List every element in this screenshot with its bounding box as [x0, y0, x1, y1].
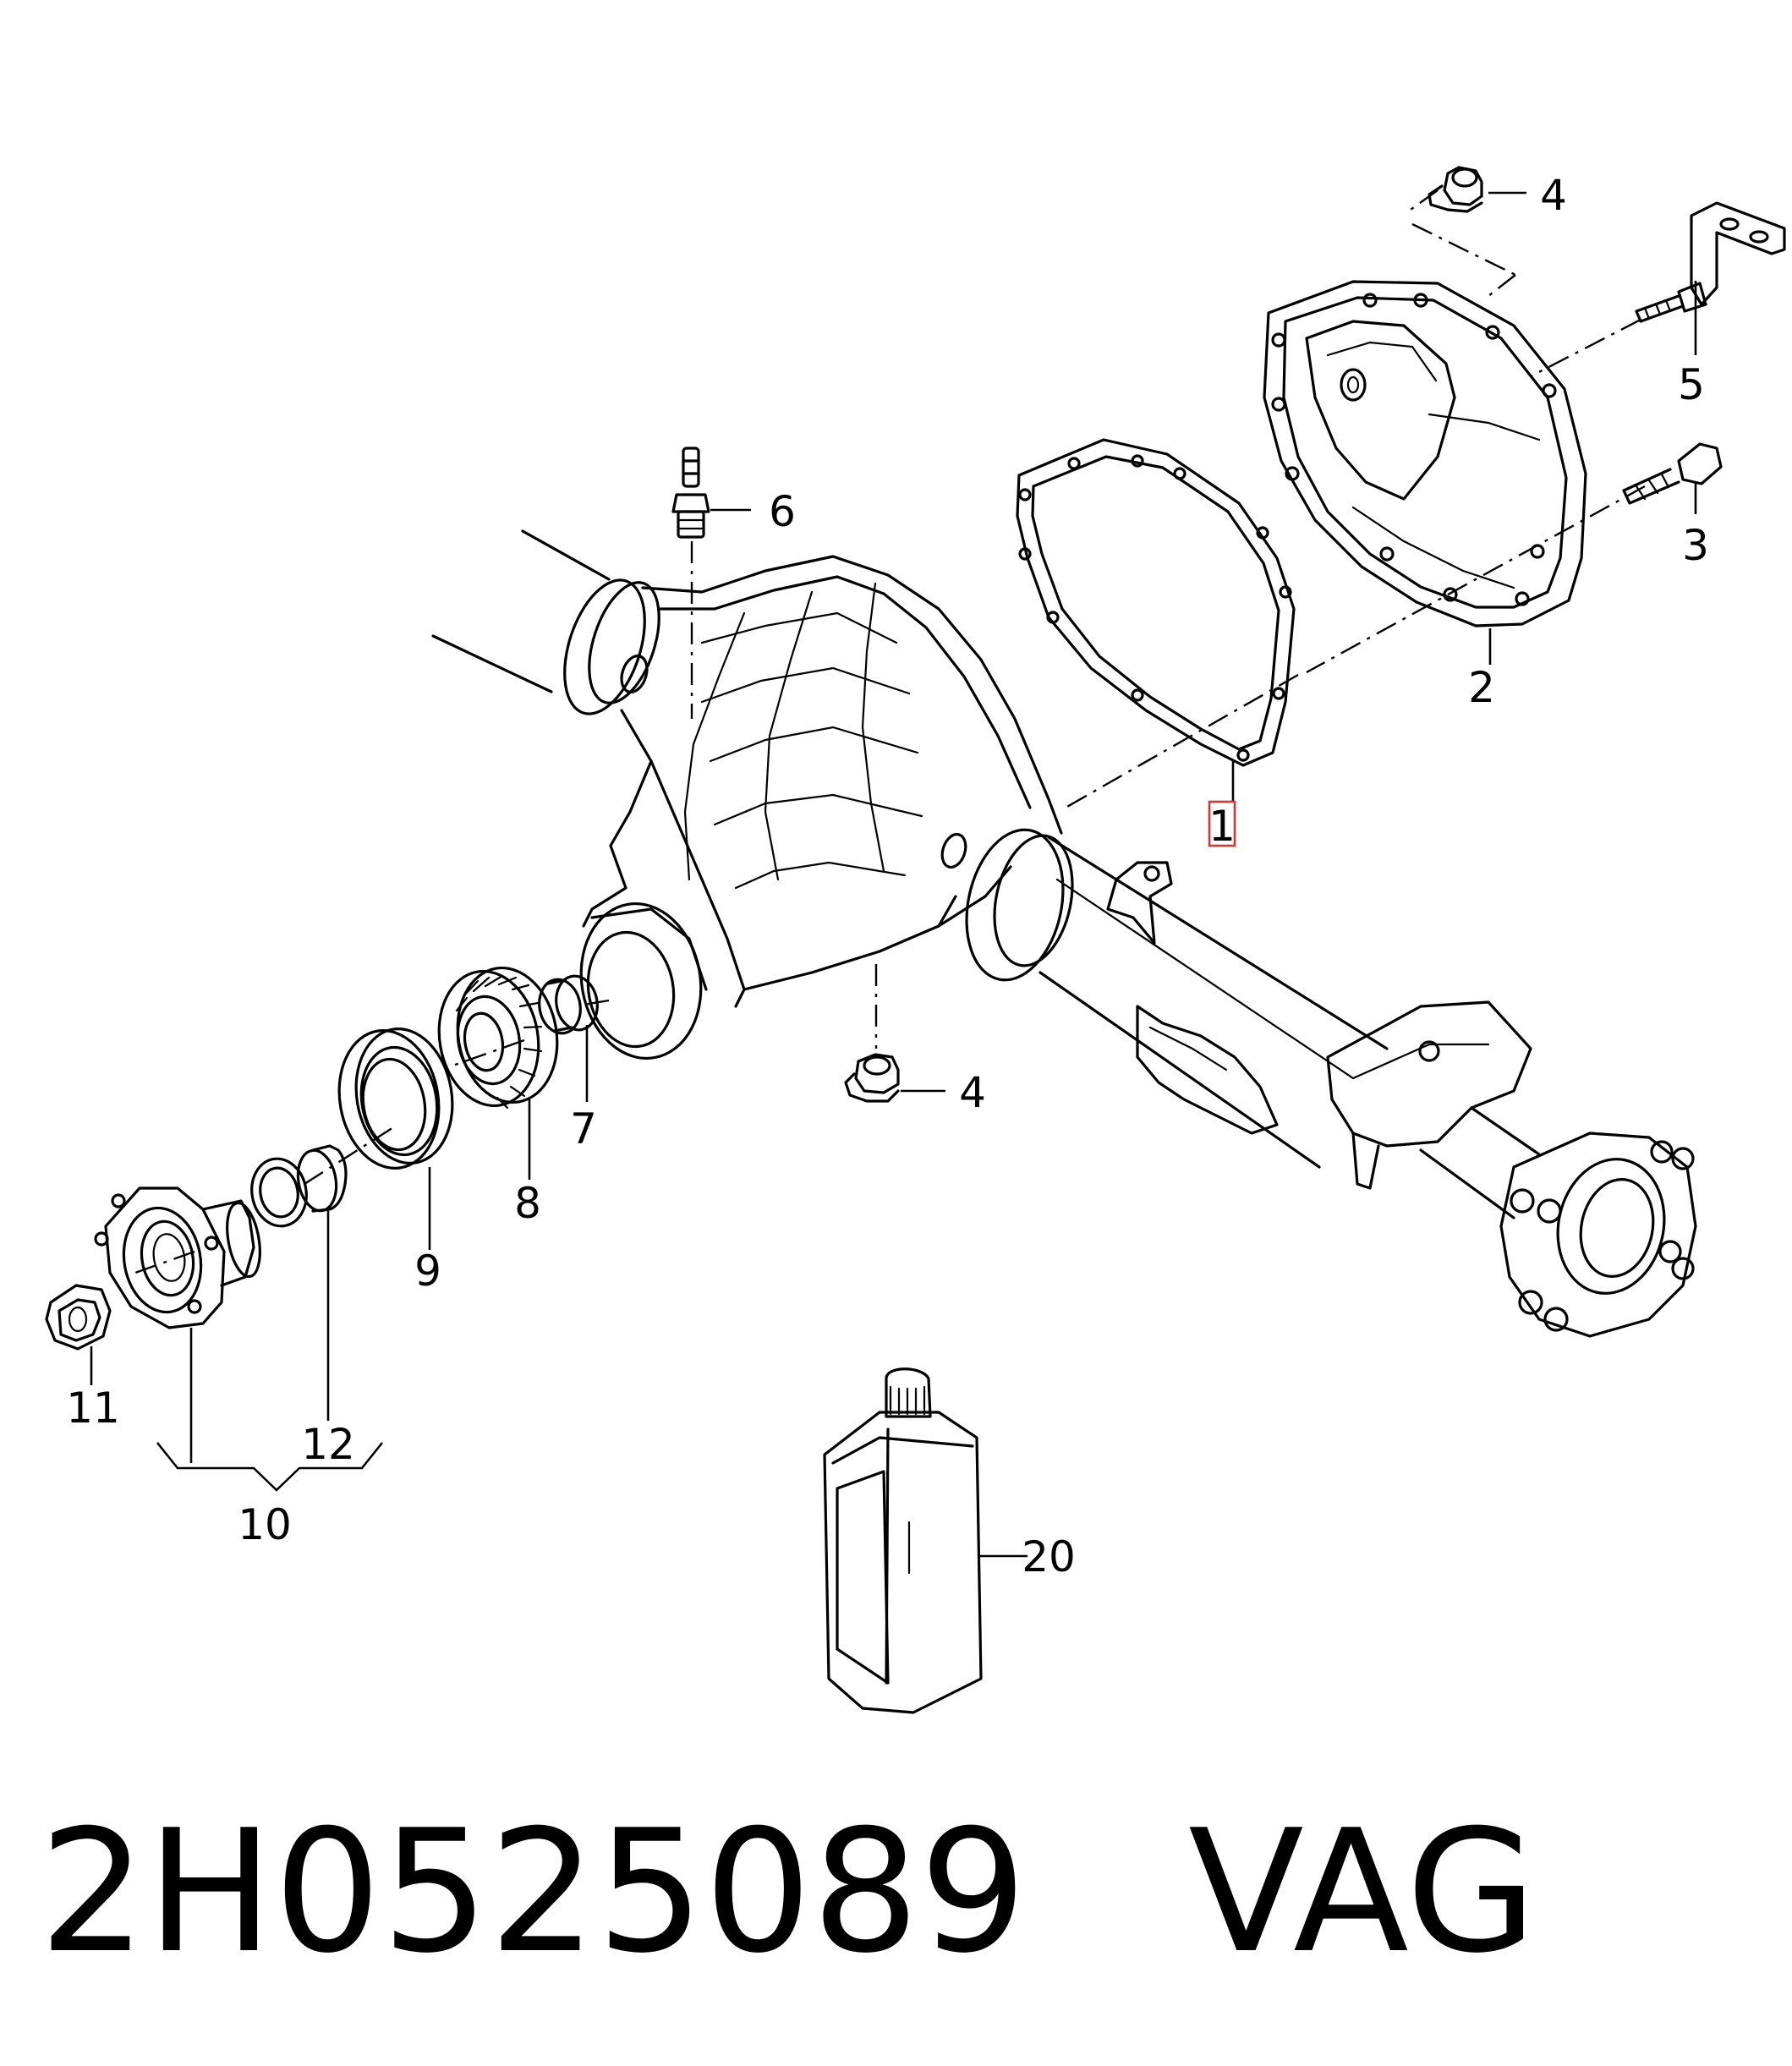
shaft-seal	[337, 1028, 454, 1170]
callout-5: 5	[1678, 360, 1705, 409]
axle-housing	[431, 529, 1697, 1338]
drive-flange	[94, 1186, 261, 1329]
callout-4-top: 4	[1540, 171, 1567, 220]
assembly-axes	[134, 189, 1646, 1274]
part-number-caption: 2H0525089 VAG	[39, 1794, 1537, 1991]
taper-roller-bearing	[437, 966, 559, 1110]
callout-4-bottom: 4	[959, 1068, 986, 1117]
leader-lines	[90, 191, 1697, 1558]
differential-cover	[1263, 280, 1587, 627]
cap-nut-top	[1428, 166, 1483, 213]
callout-labels: 1 2 3 4 4 5 6 7 8 9 10 11 12 20	[66, 171, 1709, 1581]
callout-12: 12	[301, 1420, 355, 1469]
bracket-bolt	[1635, 201, 1786, 323]
callout-8: 8	[514, 1179, 541, 1228]
callout-20: 20	[1022, 1532, 1076, 1581]
callout-6: 6	[769, 487, 796, 536]
callout-1: 1	[1208, 802, 1236, 851]
callout-11: 11	[66, 1384, 120, 1433]
callout-10: 10	[238, 1500, 292, 1549]
oring-and-sleeve	[250, 1144, 348, 1228]
callout-2: 2	[1468, 663, 1495, 712]
cover-bolt	[1622, 442, 1723, 505]
highlight-box	[1208, 800, 1236, 847]
cap-nut-bottom	[844, 1053, 900, 1103]
cover-gasket	[1016, 438, 1296, 767]
callout-9: 9	[414, 1247, 441, 1296]
callout-7: 7	[570, 1104, 597, 1154]
hex-nut	[45, 1284, 112, 1351]
callout-3: 3	[1682, 521, 1709, 570]
oil-bottle	[823, 1367, 983, 1714]
breather-valve	[671, 447, 710, 539]
